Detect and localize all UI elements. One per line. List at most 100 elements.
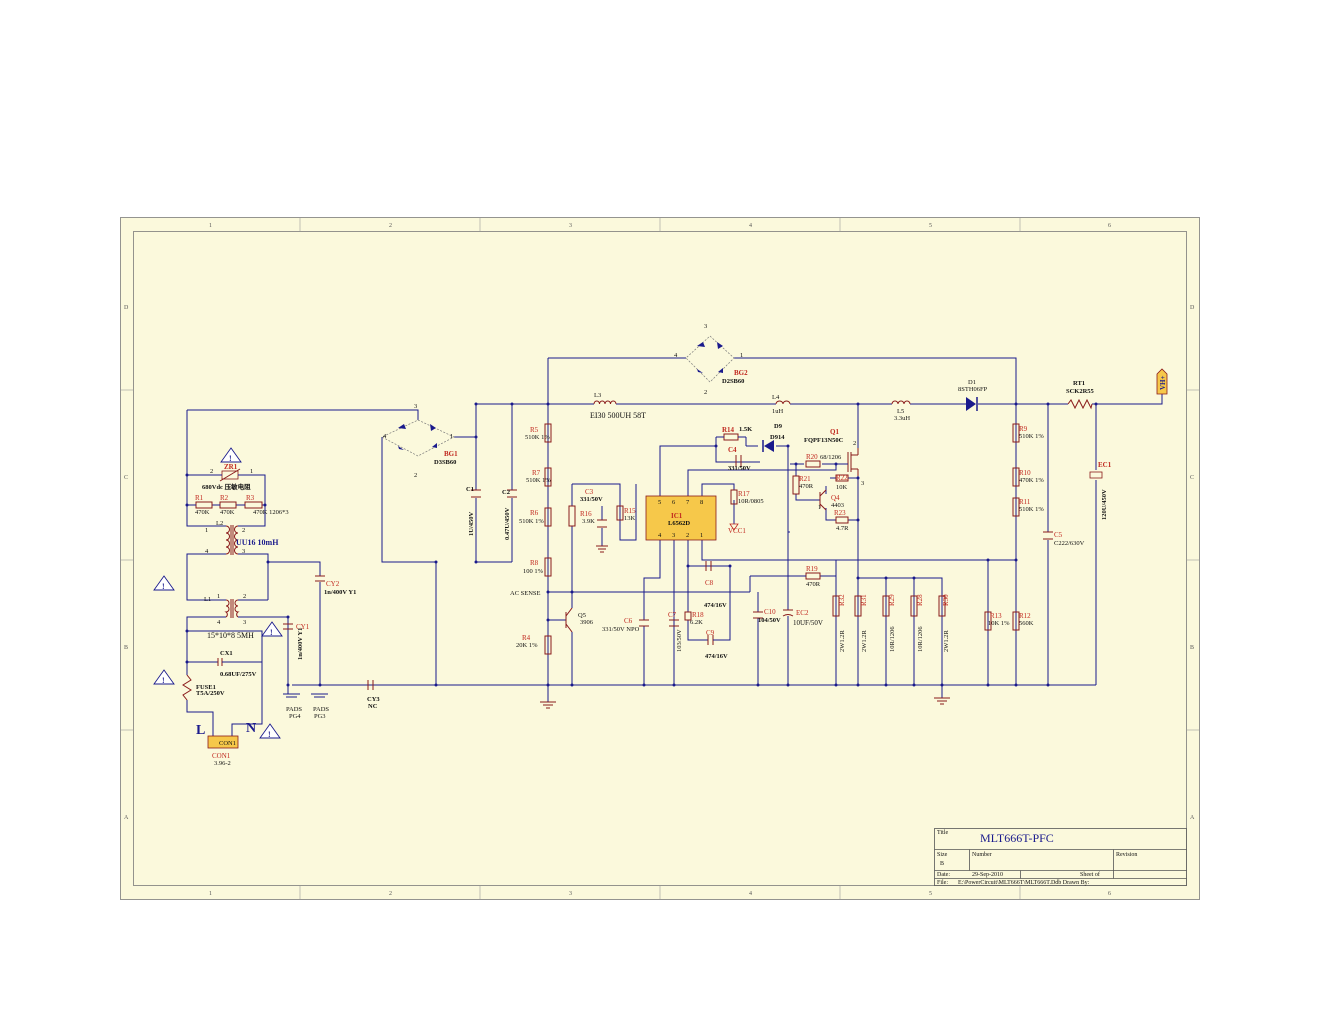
bg2-value: D2SB60 — [722, 378, 744, 385]
zone-row-a: A — [124, 815, 129, 821]
ic1-pin-6: 6 — [672, 499, 676, 506]
vh-label: VH+ — [1159, 376, 1167, 391]
r10-ref: R10 — [1019, 469, 1031, 477]
zone-col-5-bottom: 5 — [929, 891, 932, 897]
r17-ref: R17 — [738, 490, 750, 498]
file-label: File: — [937, 880, 948, 886]
mosfet-q1: Q1 FQPF13N50C 2 3 — [804, 428, 864, 487]
zone-col-1-bottom: 1 — [209, 891, 212, 897]
bg2-pin-4: 4 — [674, 352, 678, 359]
number-label: Number — [972, 852, 992, 858]
zone-row-d: D — [124, 305, 129, 311]
resistor-r11: R11 510K 1% — [1012, 497, 1044, 517]
zone-row-b: B — [124, 645, 128, 651]
l1-pin-2: 2 — [243, 593, 246, 600]
r3-value: 470K 1206*3 — [253, 509, 289, 516]
capacitor-c1: C1 1U/450V — [466, 486, 481, 536]
zr1-pin-2: 2 — [210, 468, 213, 475]
capacitor-cy1: CY1 1n/400V Y1 — [283, 623, 310, 660]
c7-value: 103/50V — [676, 629, 683, 652]
vcc1-port: VCC1 — [728, 523, 746, 535]
resistor-r22: R22 10K — [835, 474, 849, 491]
q1-value: FQPF13N50C — [804, 437, 844, 444]
rt1-value: SCK2R55 — [1066, 388, 1095, 395]
r14-ref: R14 — [722, 426, 735, 434]
resistor-r12: R12 560K — [1012, 611, 1034, 631]
pg4-ref: PADS — [286, 706, 302, 713]
pg4-value: PG4 — [289, 713, 301, 720]
r29-ref: R29 — [888, 594, 896, 606]
r32-value: 2W1.2R — [839, 629, 846, 652]
capacitor-c5: C5 C222/630V — [1043, 531, 1085, 547]
c5-ref: C5 — [1054, 531, 1063, 539]
r21-ref: R21 — [799, 475, 811, 483]
r19-value: 470R — [806, 581, 821, 588]
warning-icon: ! — [153, 575, 175, 591]
r12-ref: R12 — [1019, 612, 1031, 620]
inductor-l2: L2 UU16 10mH 1 2 3 4 — [205, 520, 279, 555]
c10-ref: C10 — [764, 608, 776, 616]
electrolytic-ec2: EC2 EC2 10UF/50V — [782, 609, 823, 627]
bg2-ref: BG2 — [734, 369, 748, 377]
ec2-value: 10UF/50V — [793, 619, 823, 627]
bridge-rectifier-bg2: BG2 D2SB60 1 2 3 4 — [674, 323, 748, 396]
r5-ref: R5 — [530, 426, 539, 434]
warning-icon: ! — [261, 621, 283, 637]
drawing-title: MLT666T-PFC — [980, 831, 1054, 845]
l2-value: UU16 10mH — [236, 538, 279, 547]
inductor-l1: L1 15*10*8 5MH 1 2 3 4 — [204, 593, 254, 640]
title-block: Title MLT666T-PFC Size B Number Revision… — [934, 828, 1187, 886]
d9-value: D914 — [770, 434, 785, 441]
capacitor-c2: C2 0.47U/450V — [502, 489, 517, 540]
q4-ref: Q4 — [831, 494, 840, 502]
bg1-pin-3: 3 — [414, 403, 417, 410]
l2-pin-3: 3 — [242, 548, 245, 555]
thermistor-rt1: RT1 SCK2R55 — [1066, 380, 1095, 410]
r31-value: 2W1.2R — [861, 629, 868, 652]
capacitor-cx1: CX1 0.68UF/275V — [217, 650, 257, 678]
c8-value: 474/16V — [704, 602, 727, 609]
zone-col-2-bottom: 2 — [389, 891, 392, 897]
l1-pin-1: 1 — [217, 593, 220, 600]
q1-pin-2: 2 — [853, 440, 856, 447]
ic1-pin-1: 1 — [700, 532, 703, 539]
capacitor-c8: C8 474/16V — [704, 561, 727, 609]
capacitor-c7: C7 103/50V — [668, 611, 683, 652]
neutral-input-label: N — [246, 721, 256, 736]
resistor-r30: R30 2W1.2R — [938, 594, 950, 652]
transistor-q4: Q4 4403 1 — [818, 489, 844, 511]
zr1-value: 680Vdc 压敏电阻 — [202, 482, 251, 491]
r8-ref: R8 — [530, 559, 539, 567]
resistor-r7: R7 510K 1% — [526, 467, 552, 487]
cy3-value: NC — [368, 703, 378, 710]
capacitor-cy3: CY3 NC — [367, 680, 380, 710]
c9-ref: C9 — [706, 629, 715, 637]
warning-mark: ! — [229, 454, 232, 463]
zone-col-4-bottom: 4 — [749, 891, 752, 897]
c3-value: 331/50V — [580, 496, 603, 503]
r15-value: 13K — [624, 515, 636, 522]
ac-sense-label: AC SENSE — [510, 590, 541, 597]
zr1-ref: ZR1 — [224, 463, 238, 471]
warning-triangles: ! ! ! ! ! — [153, 447, 283, 739]
ic1-ref: IC1 — [671, 512, 683, 520]
capacitor-c10: C10 104/50V — [753, 608, 781, 624]
resistor-r8: R8 100 1% — [523, 557, 552, 577]
r23-ref: R23 — [834, 509, 846, 517]
r31-ref: R31 — [860, 594, 868, 606]
ec1-ref: EC1 — [1098, 461, 1112, 469]
r6-ref: R6 — [530, 509, 539, 517]
resistor-r6: R6 510K 1% — [519, 507, 552, 527]
r8-value: 100 1% — [523, 568, 544, 575]
c2-ref: C2 — [502, 489, 510, 496]
pad-pg3: PADS PG3 — [311, 693, 329, 720]
r30-ref: R30 — [942, 594, 950, 606]
junction-dots — [185, 402, 1098, 687]
inductor-l3: L3 EI30 500UH 58T — [590, 392, 646, 420]
con1-ref: CON1 — [212, 752, 231, 760]
transistor-q5: Q5 3906 — [565, 604, 594, 636]
zone-col-3-bottom: 3 — [569, 891, 572, 897]
resistor-r18: R18 6.2K — [684, 611, 704, 626]
r1-value: 470K — [195, 509, 210, 516]
